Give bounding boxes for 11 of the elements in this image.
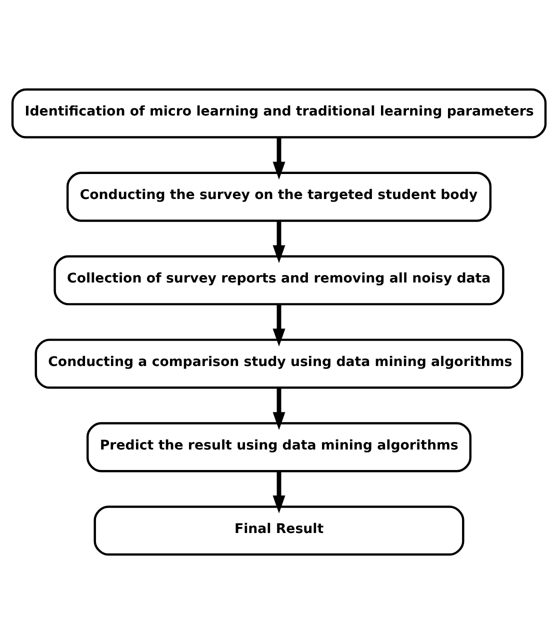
node-box: Predict the result using data mining algorithms — [86, 422, 472, 472]
arrow — [272, 387, 286, 430]
arrow — [272, 137, 286, 180]
arrow — [272, 470, 286, 513]
arrow — [272, 220, 286, 263]
node-box: Conducting a comparison study using data mining algorithms — [34, 338, 524, 388]
node-box: Final Result — [94, 505, 464, 556]
node-box: Collection of survey reports and removing all noisy data — [54, 254, 504, 305]
node-box: Identification of micro learning and traditional learning parameters — [11, 88, 547, 138]
node-box: Conducting the survey on the targeted student body — [66, 171, 492, 222]
arrow — [272, 304, 286, 346]
